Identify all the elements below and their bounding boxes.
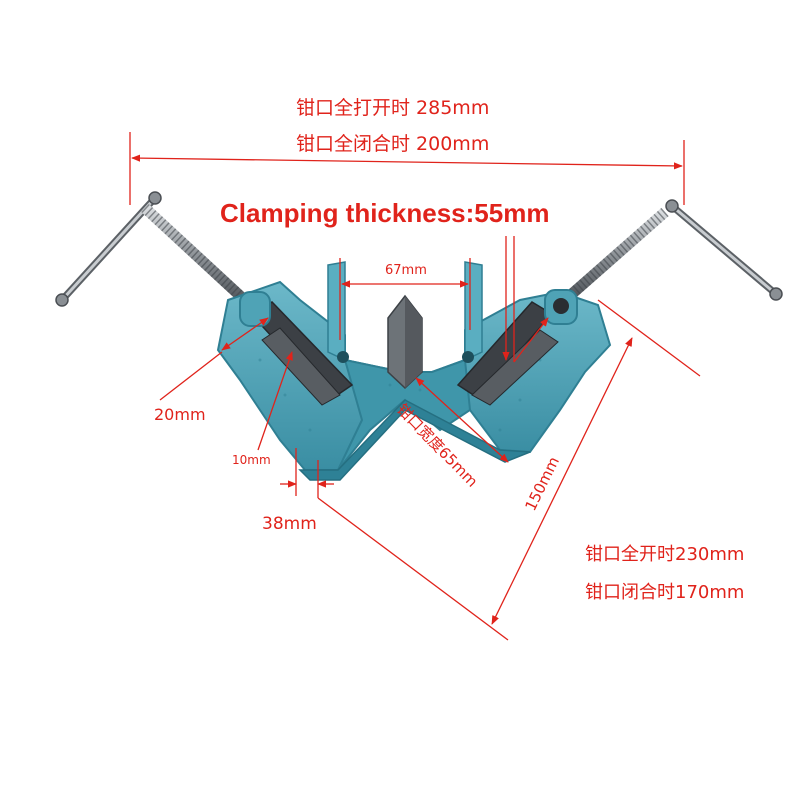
inner-gap-label: 67mm <box>385 263 427 278</box>
overall-open-label: 钳口全打开时 285mm <box>296 97 489 119</box>
jaw-depth-label: 10mm <box>232 453 271 467</box>
jaw-depth-leader <box>257 351 293 451</box>
jaw-height-label: 20mm <box>154 405 206 424</box>
overall-closed-label: 钳口全闭合时 200mm <box>296 133 489 155</box>
arm-length-label: 150mm <box>521 454 563 514</box>
base-offset-label: 38mm <box>262 514 317 534</box>
center-jaw-block <box>387 294 423 390</box>
overall-width-line <box>131 154 683 170</box>
jaw-open-label: 钳口全开时230mm <box>585 544 744 565</box>
right-screw <box>561 207 669 305</box>
left-screw <box>141 203 254 310</box>
arm-length-line <box>491 337 633 625</box>
jaw-closed-label: 钳口闭合时170mm <box>585 582 744 603</box>
arm-length-ext-bottom <box>317 497 509 641</box>
clamping-thickness-label: Clamping thickness:55mm <box>220 198 549 228</box>
arm-length-ext-top <box>597 299 701 377</box>
left-handle <box>55 191 162 307</box>
jaw-height-line <box>221 317 269 351</box>
right-handle <box>665 199 783 301</box>
dimension-lines <box>129 132 701 641</box>
jaw-height-leader <box>159 351 223 401</box>
